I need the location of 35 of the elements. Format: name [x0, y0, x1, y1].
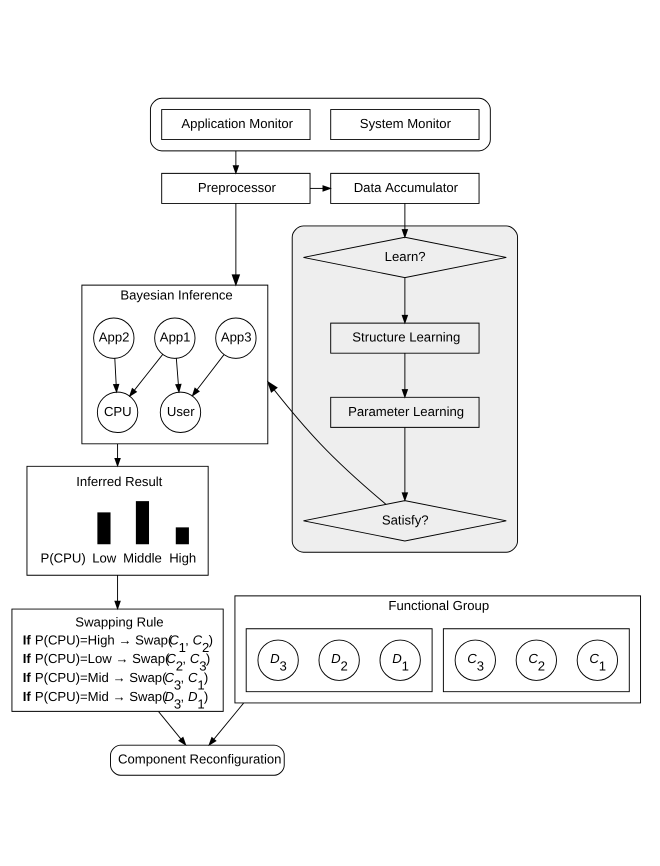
arrow	[402, 352, 408, 399]
arrow	[310, 185, 332, 192]
arrow	[402, 277, 408, 324]
cluster	[442, 628, 630, 692]
node-diamond: Learn?	[303, 236, 507, 278]
node-box: Parameter Learning	[330, 396, 480, 428]
node-circle: App2	[93, 318, 134, 359]
node-box: Data Accumulator	[330, 172, 480, 204]
arrow	[402, 203, 408, 239]
arrow	[158, 711, 187, 746]
node-box: Component Reconfiguration	[110, 744, 285, 776]
arrow	[192, 354, 224, 397]
arrow	[114, 574, 121, 610]
node-circle: App1	[154, 318, 196, 359]
arrow	[112, 358, 120, 394]
node-diamond: Satisfy?	[303, 500, 507, 542]
arrow	[175, 358, 182, 394]
cluster	[150, 98, 491, 152]
node-box: Structure Learning	[330, 322, 480, 354]
node-circle: User	[160, 392, 202, 433]
node-box: Inferred Result P(CPU) Low Middle High	[26, 466, 209, 576]
arrow	[128, 354, 164, 398]
cluster	[292, 226, 518, 553]
node-circle: App3	[215, 318, 257, 359]
arrow	[232, 150, 240, 175]
node-box: Application Monitor	[161, 109, 311, 140]
arrow	[114, 443, 121, 468]
node-box: Preprocessor	[161, 172, 311, 204]
cluster	[246, 628, 433, 692]
arrow	[232, 203, 240, 287]
arrow	[208, 702, 244, 746]
arrow	[266, 380, 386, 505]
node-box: System Monitor	[330, 109, 480, 140]
arrow	[402, 427, 408, 502]
node-circle: CPU	[96, 392, 138, 433]
